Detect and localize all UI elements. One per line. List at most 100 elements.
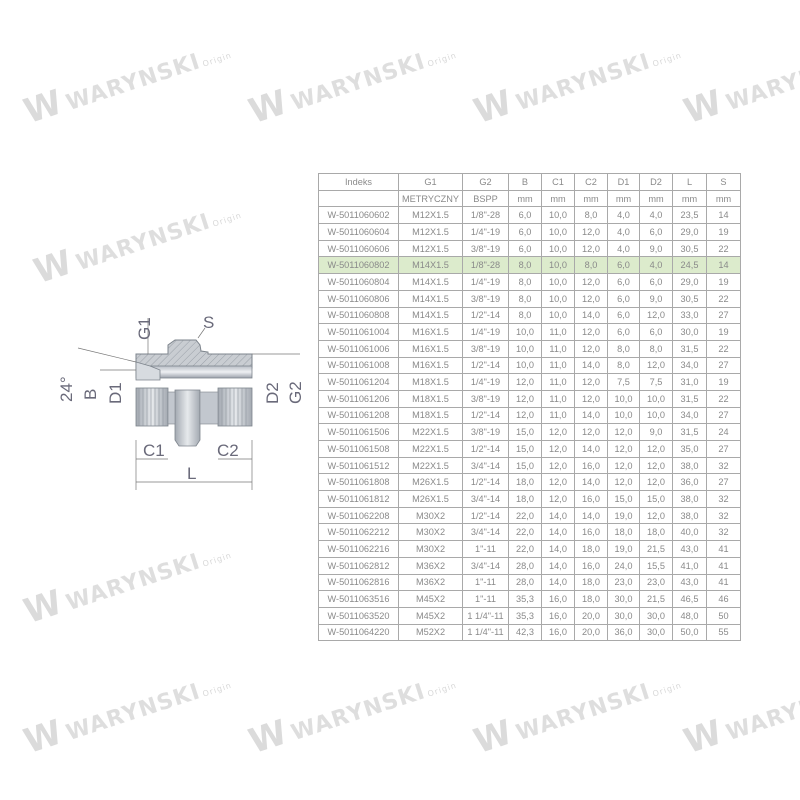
cell-c2: 14,0 (574, 356, 608, 375)
cell-b: 10,0 (508, 323, 542, 341)
cell-d2: D2 (639, 173, 673, 191)
cell-b: 8,0 (508, 273, 542, 291)
cell-g2: 3/4"-14 (462, 456, 509, 475)
cell-b: 12,0 (508, 373, 542, 391)
cell-g2: 1"-11 (462, 590, 509, 608)
cell-l: L (672, 173, 707, 191)
cell-c1: 14,0 (541, 523, 575, 542)
label-angle: 24° (57, 376, 76, 402)
cell-d1: 30,0 (607, 590, 640, 608)
cell-b: 22,0 (508, 540, 542, 558)
cell-indeks: W-5011061808 (318, 473, 399, 492)
cell-d1: 19,0 (607, 506, 640, 525)
cell-c2: 12,0 (574, 389, 608, 408)
cell-d2: 12,0 (639, 473, 673, 492)
cell-c1: 10,0 (541, 239, 575, 258)
cell-l: 38,0 (672, 506, 707, 525)
cell-d2: 18,0 (639, 523, 673, 542)
dimension-lines (77, 318, 300, 490)
cell-s: 32 (706, 523, 741, 542)
cell-d1: 15,0 (607, 490, 640, 508)
cell-d1: 7,5 (607, 373, 640, 391)
cell-s: 41 (706, 573, 741, 592)
cell-l: 38,0 (672, 456, 707, 475)
cell-g1: M16X1.5 (398, 323, 463, 341)
cell-d1: 8,0 (607, 339, 640, 358)
cell-indeks: W-5011064220 (318, 623, 399, 642)
cell-g2: 1/2"-14 (462, 440, 509, 458)
cell-b: 6,0 (508, 239, 542, 258)
cell-g1: G1 (398, 173, 463, 191)
cell-g2: BSPP (462, 189, 509, 208)
label-d1: D1 (106, 382, 125, 404)
label-c2: C2 (217, 441, 239, 460)
cell-c1: 10,0 (541, 256, 575, 275)
cell-d2: mm (639, 189, 673, 208)
cell-indeks: Indeks (318, 173, 399, 191)
cell-d1: 10,0 (607, 389, 640, 408)
cell-c2: 14,0 (574, 473, 608, 492)
cell-c2: 18,0 (574, 540, 608, 558)
cell-c1: 10,0 (541, 223, 575, 241)
cell-s: 19 (706, 273, 741, 291)
cell-s: 22 (706, 389, 741, 408)
cell-c2: 12,0 (574, 239, 608, 258)
cell-s: 27 (706, 406, 741, 425)
cell-c1: 16,0 (541, 623, 575, 642)
cell-b: 18,0 (508, 490, 542, 508)
cell-g2: 1/8"-28 (462, 206, 509, 225)
cell-c1: 12,0 (541, 456, 575, 475)
cell-b: 8,0 (508, 289, 542, 308)
cell-s: 14 (706, 206, 741, 225)
cell-l: 43,0 (672, 573, 707, 592)
cell-g2: 1/8"-28 (462, 256, 509, 275)
fitting-body (135, 339, 253, 447)
cell-d1: 6,0 (607, 306, 640, 325)
cell-c2: mm (574, 189, 608, 208)
cell-c1: 11,0 (541, 356, 575, 375)
cell-l: 48,0 (672, 606, 707, 625)
cell-d1: 19,0 (607, 540, 640, 558)
cell-c2: 12,0 (574, 289, 608, 308)
cell-g1: M45X2 (398, 606, 463, 625)
cell-b: 35,3 (508, 606, 542, 625)
cell-b: 6,0 (508, 206, 542, 225)
cell-c1: 16,0 (541, 606, 575, 625)
cell-g1: M12X1.5 (398, 206, 463, 225)
cell-d1: 12,0 (607, 440, 640, 458)
cell-d2: 10,0 (639, 389, 673, 408)
cell-d1: 12,0 (607, 423, 640, 441)
cell-l: 34,0 (672, 356, 707, 375)
cell-g1: M14X1.5 (398, 256, 463, 275)
cell-indeks: W-5011061204 (318, 373, 399, 391)
cell-indeks: W-5011063516 (318, 590, 399, 608)
cell-indeks: W-5011061004 (318, 323, 399, 341)
cell-l: 31,5 (672, 339, 707, 358)
cell-l: 40,0 (672, 523, 707, 542)
cell-c2: 16,0 (574, 523, 608, 542)
cell-d1: 23,0 (607, 573, 640, 592)
cell-c1: 10,0 (541, 289, 575, 308)
cell-s: 22 (706, 289, 741, 308)
cell-g1: M36X2 (398, 573, 463, 592)
label-l: L (187, 464, 196, 483)
cell-indeks: W-5011060804 (318, 273, 399, 291)
cell-b: 10,0 (508, 356, 542, 375)
cell-indeks: W-5011060602 (318, 206, 399, 225)
cell-c2: 12,0 (574, 273, 608, 291)
cell-s: 22 (706, 339, 741, 358)
cell-d2: 12,0 (639, 440, 673, 458)
cell-c2: 14,0 (574, 306, 608, 325)
cell-g2: 1/2"-14 (462, 473, 509, 492)
cell-l: 36,0 (672, 473, 707, 492)
cell-s: 27 (706, 356, 741, 375)
cell-b: 35,3 (508, 590, 542, 608)
cell-s: 19 (706, 223, 741, 241)
